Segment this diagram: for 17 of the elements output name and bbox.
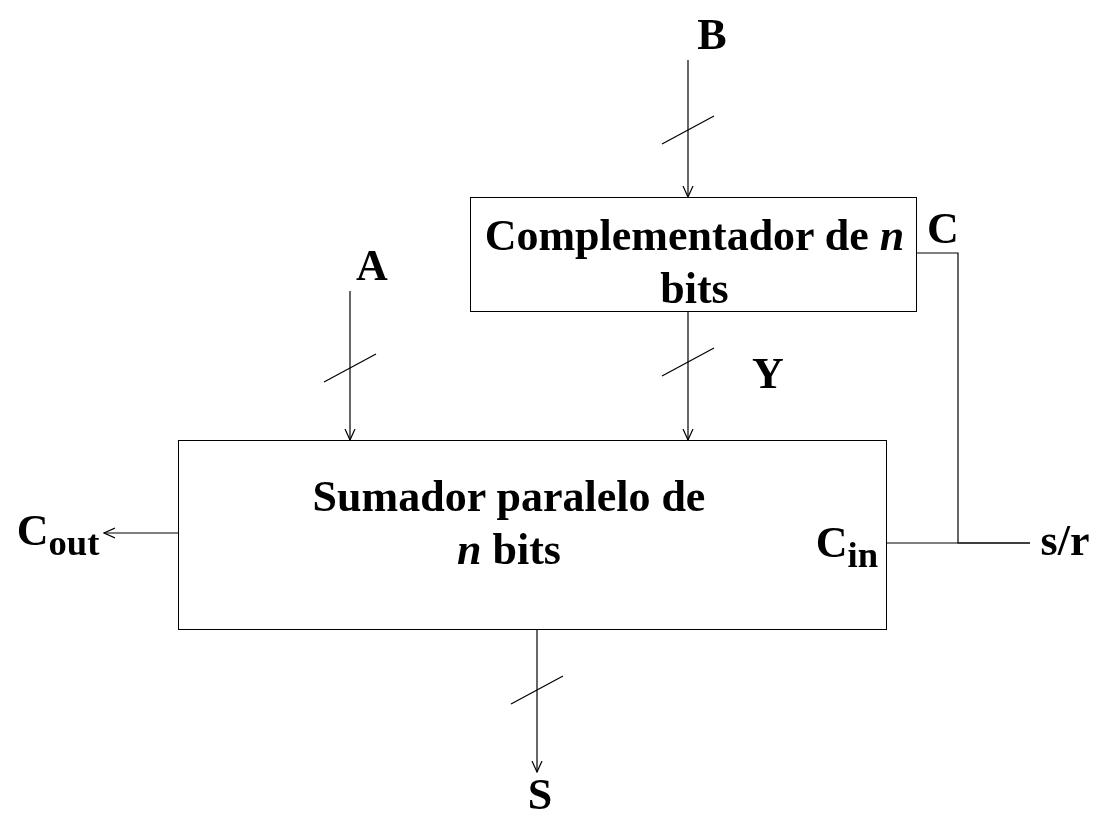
block-title: Sumador paralelo de n bits [311,471,707,576]
arrow [344,290,356,441]
port-label: C [927,207,959,251]
arrow [682,311,694,441]
connector-line [916,252,1031,544]
arrow [103,527,179,539]
signal-label: S [518,772,562,820]
signal-label: C$_{out}$ [12,508,104,566]
block-title: Complementador de n bits [483,210,906,315]
port-label: C$_{in}$ [814,517,880,577]
arrow [531,629,543,773]
block-box [470,197,917,312]
signal-label: s/r [1030,518,1100,568]
arrow [682,59,694,198]
block-box [178,440,887,630]
signal-label: B [690,12,734,60]
signal-label: A [350,243,394,291]
